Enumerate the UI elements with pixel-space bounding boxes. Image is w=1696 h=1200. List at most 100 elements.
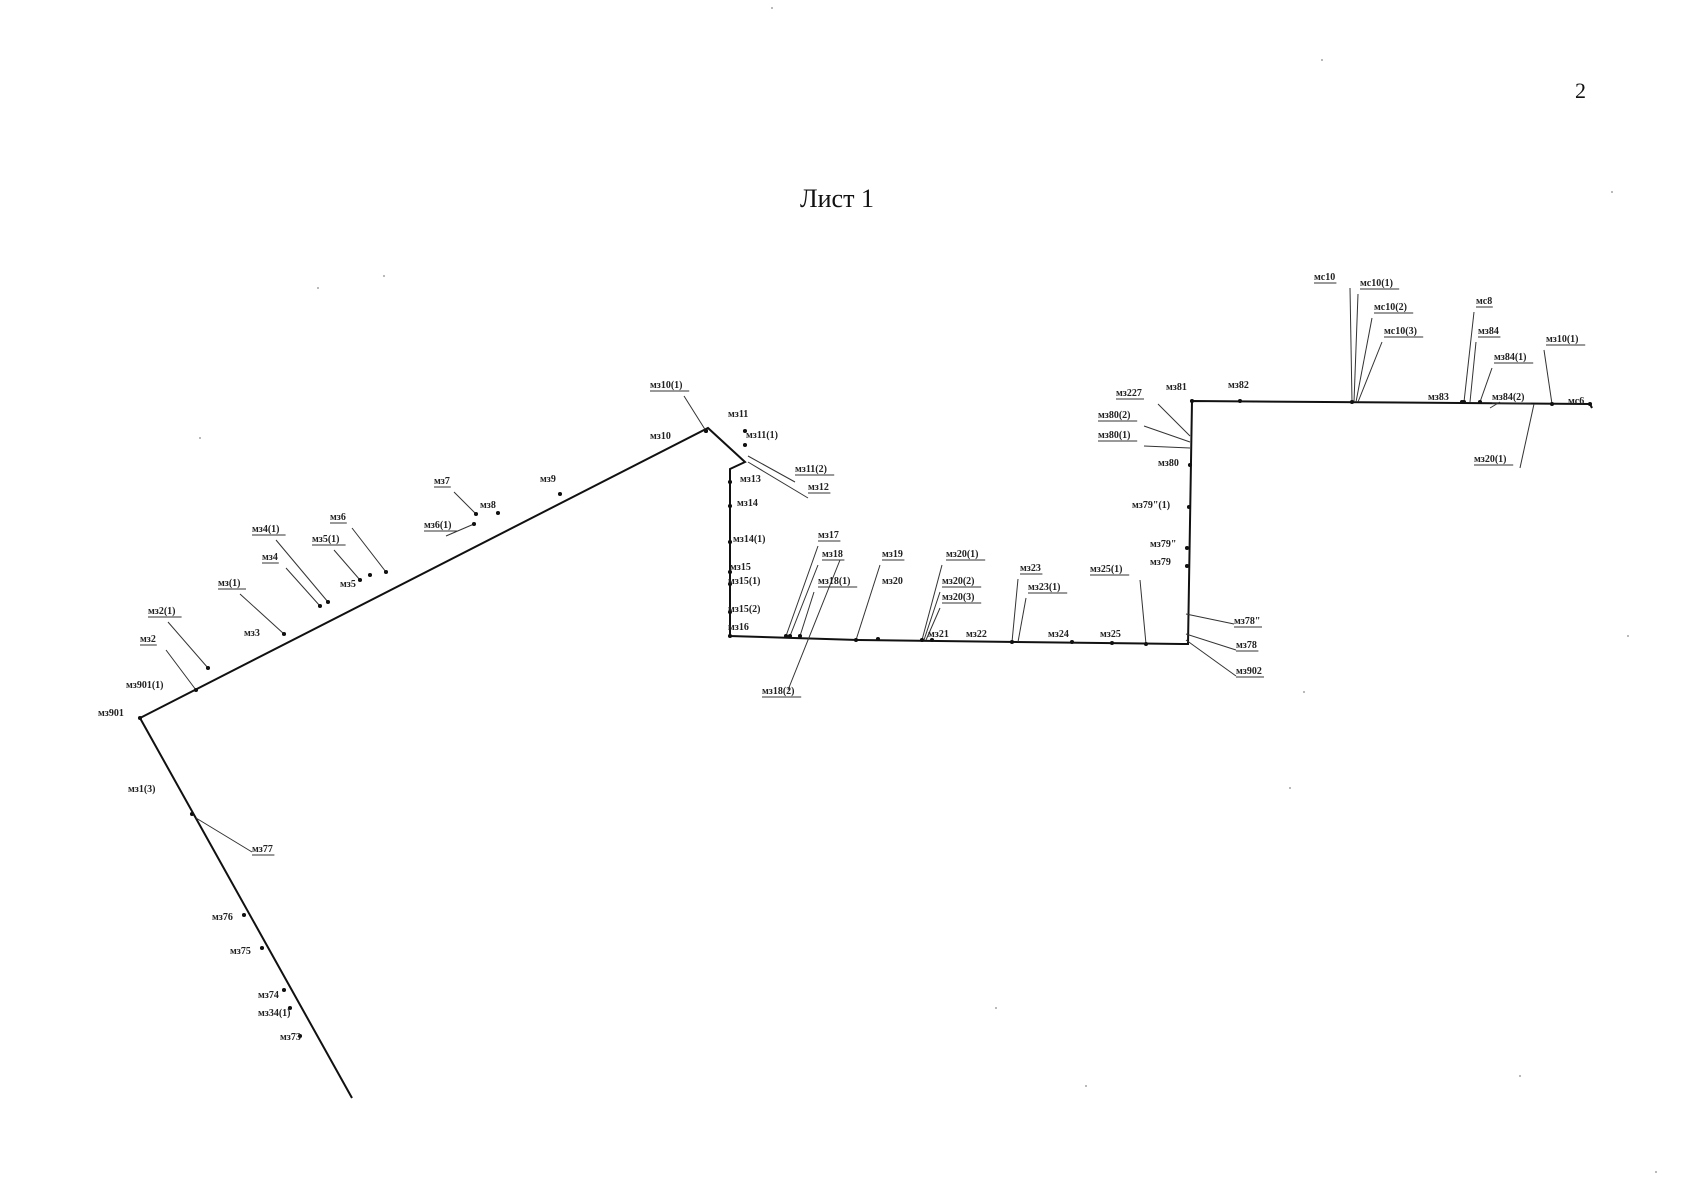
boundary-point-tick (1549, 401, 1555, 407)
leader-line (789, 564, 819, 637)
point-label: мз79" (1150, 539, 1176, 550)
point-label: мз83 (1428, 392, 1449, 403)
scan-speck (1519, 1075, 1521, 1077)
leader-line (1139, 579, 1147, 645)
boundary-point-tick (727, 503, 733, 509)
point-label: мс10 (1314, 272, 1335, 283)
leader-line (1479, 367, 1493, 403)
point-label: мз10(1) (650, 380, 683, 391)
point-label: мз20(3) (942, 592, 975, 603)
boundary-point-tick (787, 633, 793, 639)
boundary-point-tick (929, 637, 935, 643)
point-label: мз78" (1234, 616, 1260, 627)
point-label: мз7 (434, 476, 450, 487)
leader-line (1143, 425, 1191, 443)
point-label: мз6 (330, 512, 346, 523)
boundary-point-tick (1109, 640, 1115, 646)
boundary-point-tick (473, 511, 479, 517)
boundary-point-tick (471, 521, 477, 527)
point-label: мс10(3) (1384, 326, 1417, 337)
point-label: мз79"(1) (1132, 500, 1170, 511)
point-label: мз18 (822, 549, 843, 560)
scan-speck (1627, 635, 1629, 637)
point-label: мз24 (1048, 629, 1069, 640)
boundary-point-tick (1143, 641, 1149, 647)
point-label: мз75 (230, 946, 251, 957)
boundary-point-tick (1587, 401, 1593, 407)
leader-line (1185, 613, 1235, 625)
scan-speck (383, 275, 385, 277)
boundary-point-tick (727, 609, 733, 615)
boundary-point-tick (357, 577, 363, 583)
point-label: мз4(1) (252, 524, 280, 535)
boundary-point-tick (1237, 398, 1243, 404)
leader-line (1011, 578, 1019, 643)
boundary-point-tick (1184, 545, 1190, 551)
leader-line (1357, 341, 1383, 403)
point-label: мз21 (928, 629, 949, 640)
point-label: мз82 (1228, 380, 1249, 391)
point-label: мз15(1) (728, 576, 761, 587)
scan-speck (199, 437, 201, 439)
boundary-point-tick (287, 1005, 293, 1011)
point-label: мз15 (730, 562, 751, 573)
point-label: мз15(2) (728, 604, 761, 615)
point-label: мз13 (740, 474, 761, 485)
point-label: мз74 (258, 990, 279, 1001)
boundary-point-tick (1184, 563, 1190, 569)
point-label: мз19 (882, 549, 903, 560)
boundary-point-tick (281, 987, 287, 993)
boundary-point-tick (783, 633, 789, 639)
point-label: мз14 (737, 498, 758, 509)
leader-line (787, 559, 841, 691)
scan-speck (1611, 191, 1613, 193)
leader-line (1463, 311, 1475, 403)
point-label: мз20(1) (1474, 454, 1507, 465)
boundary-point-tick (727, 581, 733, 587)
point-label: мз9 (540, 474, 556, 485)
leader-line (1355, 317, 1373, 403)
scan-speck (1655, 1171, 1657, 1173)
leader-line (453, 491, 477, 515)
point-label: мз3 (244, 628, 260, 639)
leader-line (799, 591, 815, 637)
boundary-point-tick (1349, 399, 1355, 405)
leader-line (167, 621, 209, 669)
point-label: мс10(2) (1374, 302, 1407, 313)
leader-line (1185, 633, 1237, 651)
scan-specks (199, 7, 1657, 1173)
point-label: мз14(1) (733, 534, 766, 545)
leader-line (239, 593, 285, 635)
boundary-point-tick (317, 603, 323, 609)
leader-line (785, 545, 819, 637)
leader-line (1519, 403, 1535, 469)
point-label: мз11(1) (746, 430, 778, 441)
point-label: мз17 (818, 530, 839, 541)
point-label: мз18(1) (818, 576, 851, 587)
boundary-point-tick (853, 637, 859, 643)
point-label: мз2 (140, 634, 156, 645)
scan-speck (1289, 787, 1291, 789)
boundary-point-tick (1187, 462, 1193, 468)
leader-line (1543, 349, 1553, 405)
point-label: мс10(1) (1360, 278, 1393, 289)
leader-line (1017, 597, 1027, 643)
scan-speck (317, 287, 319, 289)
leader-lines (165, 287, 1553, 853)
point-label: мз6(1) (424, 520, 452, 531)
point-label: мс6 (1568, 396, 1584, 407)
point-label: мз79 (1150, 557, 1171, 568)
point-label: мз22 (966, 629, 987, 640)
point-label: мз81 (1166, 382, 1187, 393)
point-labels: мз901мз901(1)мз2мз2(1)мз3мз(1)мз4мз4(1)м… (98, 272, 1586, 1043)
leader-line (165, 649, 197, 691)
point-label: мз25 (1100, 629, 1121, 640)
point-label: мз20 (882, 576, 903, 587)
point-label: мз23 (1020, 563, 1041, 574)
leader-line (925, 607, 941, 641)
leader-line (855, 564, 881, 641)
boundary-point-tick (742, 442, 748, 448)
boundary-point-tick (1461, 399, 1467, 405)
point-label: мз18(2) (762, 686, 795, 697)
